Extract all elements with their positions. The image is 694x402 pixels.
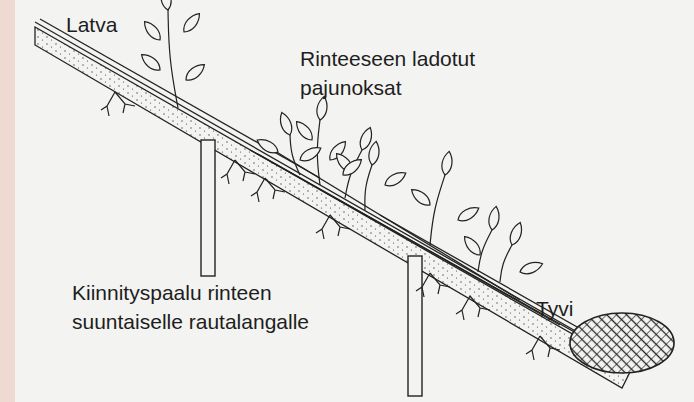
- label-text: Rinteeseen ladotut pajunoksat: [300, 44, 515, 102]
- stake: [408, 256, 422, 396]
- stone-gabion: [568, 311, 676, 375]
- side-strip: [0, 0, 15, 402]
- soil-band: [35, 27, 632, 388]
- label-text: Kiinnityspaalu rinteen suuntaiselle raut…: [72, 278, 310, 336]
- label-text: Latva: [66, 10, 156, 39]
- label-text: Tyvi: [536, 294, 606, 323]
- leaves-and-roots: [101, 0, 560, 360]
- stake: [201, 140, 215, 276]
- willow-branches: [35, 19, 610, 352]
